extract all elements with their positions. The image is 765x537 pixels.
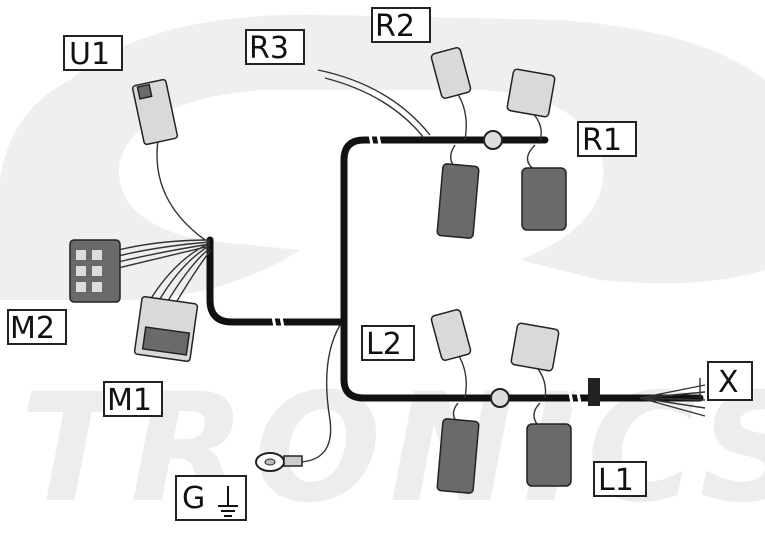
label-r2-box xyxy=(371,7,431,43)
label-r3-text: R3 xyxy=(249,31,289,66)
label-x-text: X xyxy=(718,365,739,400)
m2-wire-3 xyxy=(117,243,211,263)
label-l1: L1 xyxy=(593,461,647,498)
label-m1: M1 xyxy=(103,381,163,418)
harness-trunk xyxy=(206,129,704,409)
r1-socket xyxy=(521,167,567,231)
label-x: X xyxy=(707,361,753,401)
label-r2: R2 xyxy=(371,7,431,44)
break-mark-lower xyxy=(567,387,583,409)
label-g-text: G xyxy=(182,481,205,516)
l2-plug xyxy=(430,309,472,361)
label-l1-text: L1 xyxy=(598,463,634,498)
u1-latch xyxy=(136,83,153,100)
r3-wires xyxy=(317,69,431,139)
label-g: G xyxy=(175,475,247,521)
m1-wire-4 xyxy=(173,249,212,307)
break-mark-left xyxy=(270,311,286,333)
l1-plug xyxy=(510,322,560,372)
label-r2-text: R2 xyxy=(375,9,415,44)
lower-connector-group xyxy=(430,309,600,494)
m2-wire-2 xyxy=(117,241,211,257)
r2-socket xyxy=(436,163,480,239)
l1-socket xyxy=(526,423,572,487)
m2-wire-1 xyxy=(117,239,211,251)
watermark-shape xyxy=(0,14,765,301)
x-wire xyxy=(639,391,706,399)
label-m2: M2 xyxy=(7,309,67,346)
upper-grommet xyxy=(483,130,503,150)
m1-wire-1 xyxy=(149,243,209,301)
label-x-box xyxy=(707,361,753,401)
label-g-box xyxy=(175,475,247,521)
label-m1-text: M1 xyxy=(107,383,152,418)
label-l2-text: L2 xyxy=(366,327,402,362)
r3-wire-a xyxy=(317,69,431,136)
lower-grommet xyxy=(490,388,510,408)
label-r1-text: R1 xyxy=(582,123,622,158)
m2-pin xyxy=(92,250,102,260)
m2-pin xyxy=(76,282,86,292)
label-r3: R3 xyxy=(245,29,305,66)
ring-terminal-hole xyxy=(264,458,276,466)
x-wire xyxy=(639,397,706,409)
m2-pin xyxy=(76,266,86,276)
m2-connector xyxy=(69,239,211,303)
label-l2-box xyxy=(361,325,415,361)
ground-symbol-icon xyxy=(218,486,238,517)
u1-connector xyxy=(131,78,206,241)
label-l2: L2 xyxy=(361,325,415,362)
label-m2-text: M2 xyxy=(10,311,55,346)
m1-wire-3 xyxy=(165,247,211,305)
r3-wire-b xyxy=(324,77,425,139)
label-m2-box xyxy=(7,309,67,345)
u1-wire xyxy=(156,139,206,241)
upper-connector-group xyxy=(430,47,567,239)
r2-plug xyxy=(430,47,472,99)
clip xyxy=(588,378,600,406)
x-fanout xyxy=(639,378,706,417)
trunk-upper-branch xyxy=(340,136,549,326)
ground-lead xyxy=(255,324,341,472)
x-wire xyxy=(639,397,706,417)
label-u1-text: U1 xyxy=(69,37,110,72)
label-r1-box xyxy=(577,121,637,157)
trunk-lower-branch xyxy=(340,318,704,402)
label-r3-box xyxy=(245,29,305,65)
m2-pin xyxy=(92,282,102,292)
r1-socket-wire xyxy=(526,144,536,171)
m2-pin xyxy=(92,266,102,276)
r1-plug xyxy=(506,68,556,118)
m2-pin xyxy=(76,250,86,260)
label-l1-box xyxy=(593,461,647,497)
x-wire xyxy=(639,384,706,399)
m1-connector xyxy=(133,243,212,362)
label-r1: R1 xyxy=(577,121,637,158)
label-u1: U1 xyxy=(63,35,123,72)
label-m1-box xyxy=(103,381,163,417)
label-u1-box xyxy=(63,35,123,71)
ground-wire xyxy=(299,324,341,463)
ring-terminal-crimp xyxy=(283,455,303,467)
break-mark-upper xyxy=(367,129,383,151)
m1-wire-2 xyxy=(157,245,210,303)
x-wire xyxy=(639,397,706,401)
r2-plug-wire xyxy=(454,89,467,141)
trunk-left-segment xyxy=(206,236,344,326)
m1-pin-row xyxy=(141,326,191,356)
l2-socket xyxy=(436,418,480,494)
